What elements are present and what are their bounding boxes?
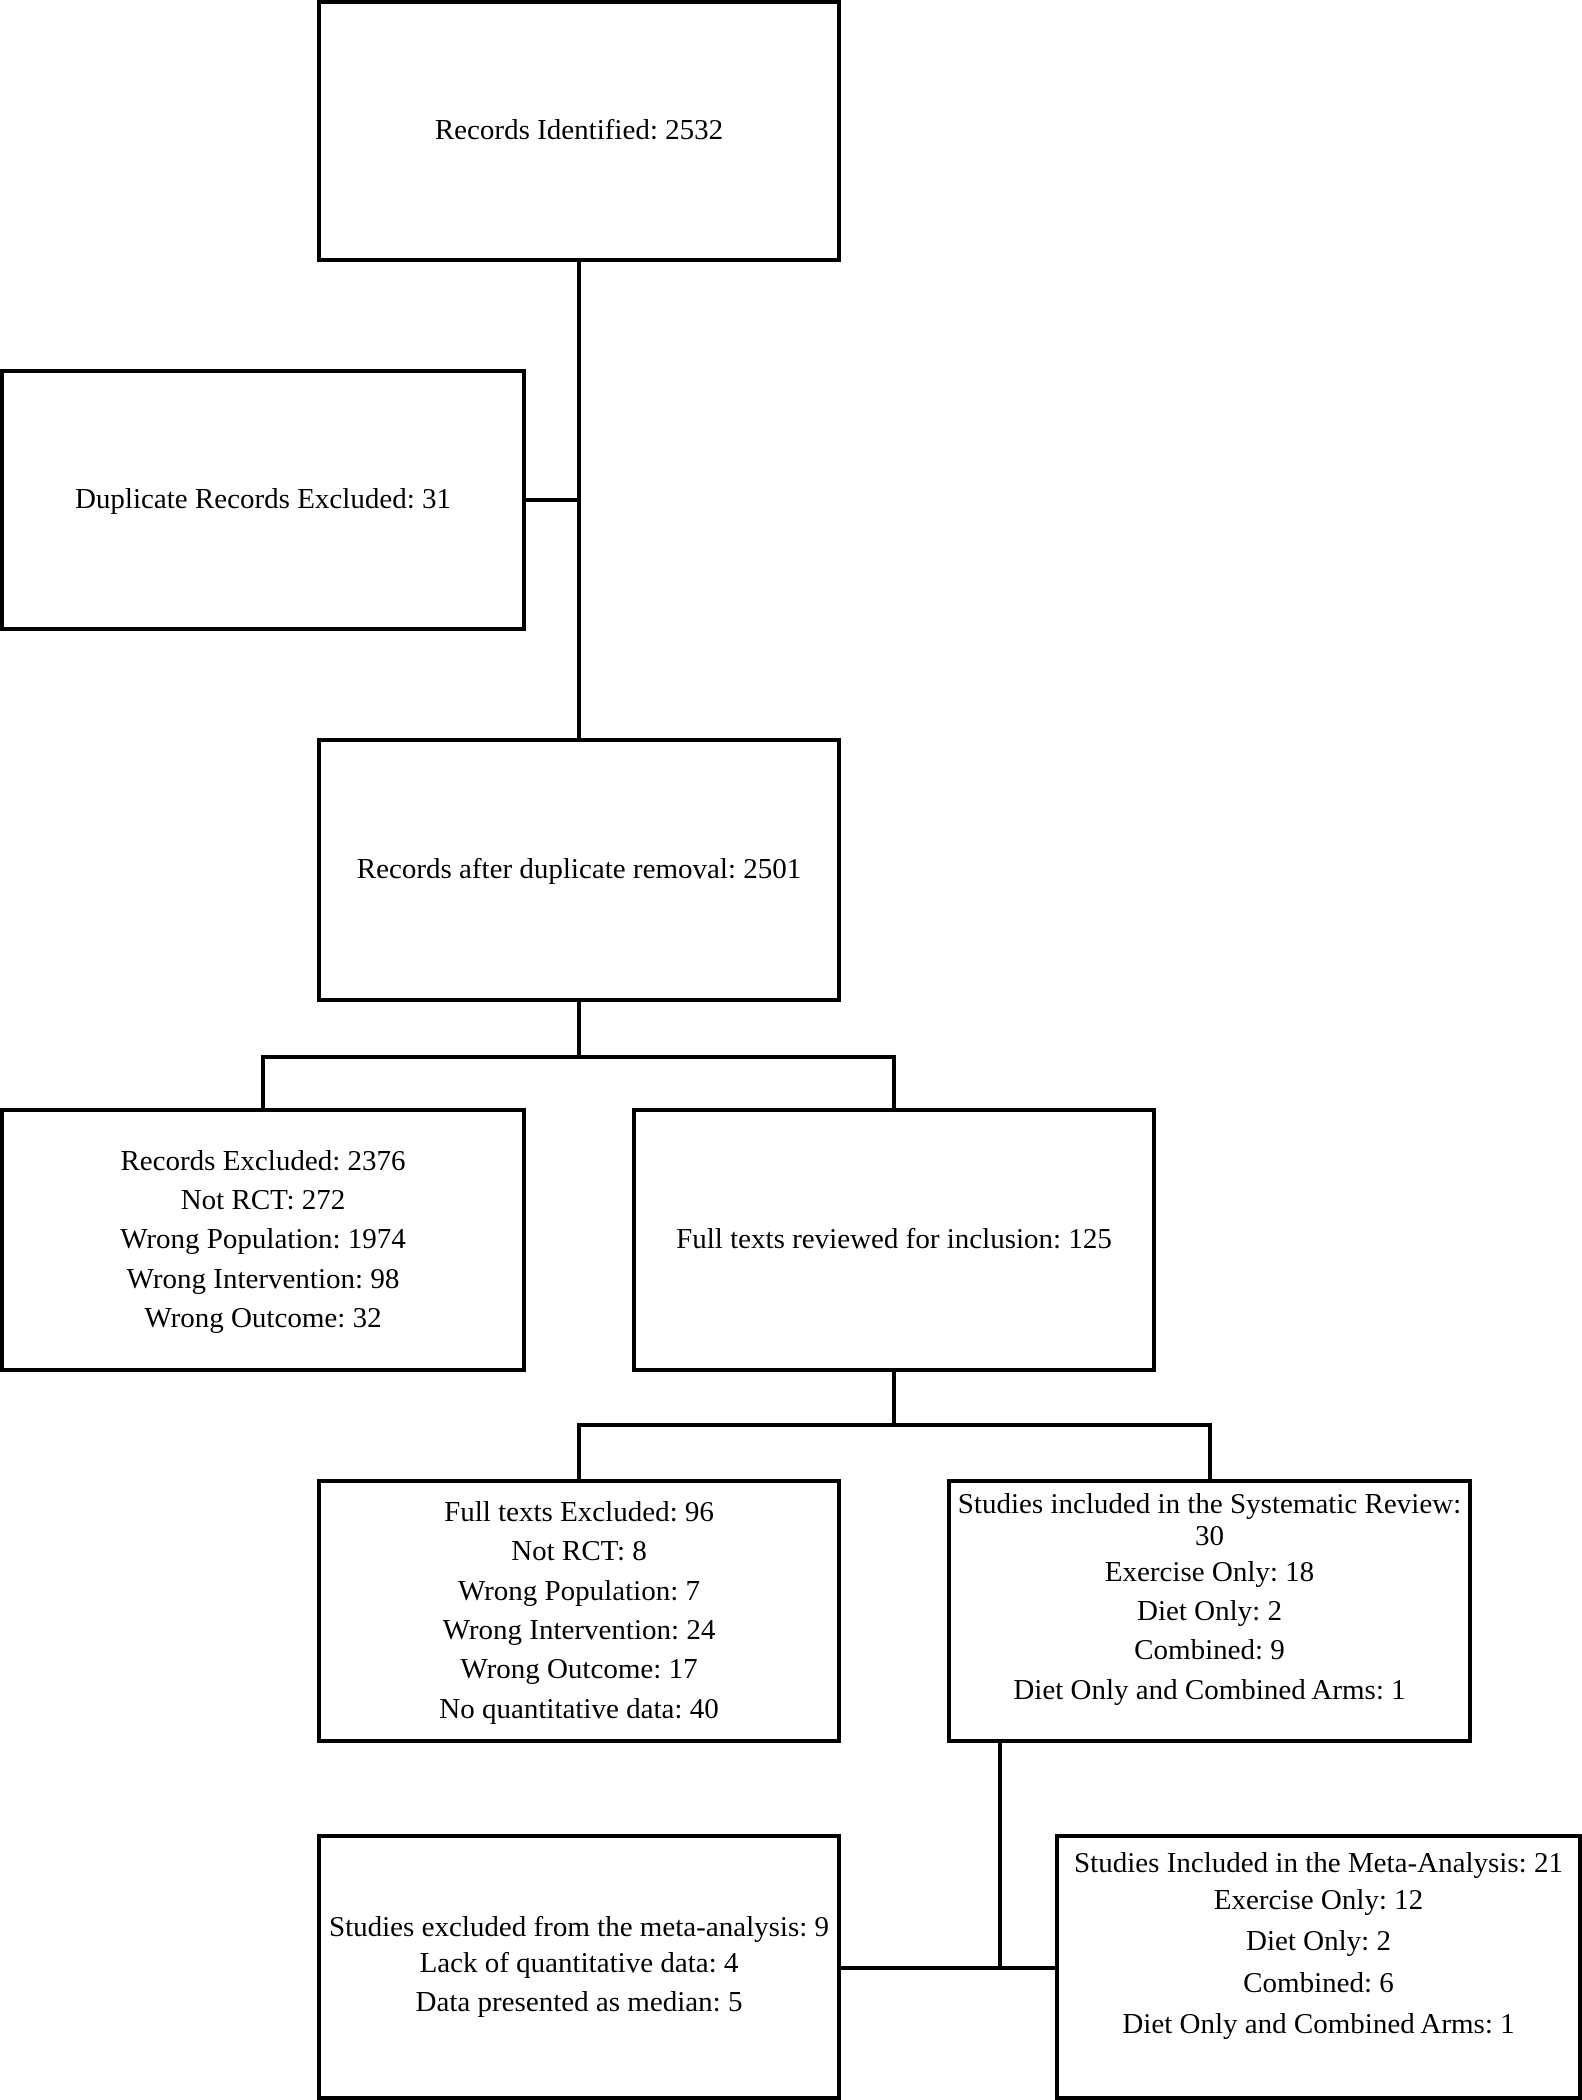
records-excluded-box: Records Excluded: 2376 Not RCT: 272 Wron… [0,1108,526,1372]
full-texts-excluded-no-quantitative: No quantitative data: 40 [439,1692,719,1725]
systematic-review-diet-and-combined: Diet Only and Combined Arms: 1 [1013,1673,1406,1706]
meta-analysis-included-combined: Combined: 6 [1243,1966,1394,1999]
full-texts-excluded-not-rct: Not RCT: 8 [511,1535,647,1568]
meta-analysis-included-heading: Studies Included in the Meta-Analysis: 2… [1074,1847,1563,1879]
full-texts-excluded-box: Full texts Excluded: 96 Not RCT: 8 Wrong… [317,1479,841,1743]
systematic-review-combined: Combined: 9 [1134,1634,1285,1667]
records-excluded-wrong-intervention: Wrong Intervention: 98 [126,1262,400,1295]
duplicate-records-text: Duplicate Records Excluded: 31 [74,483,452,516]
records-identified-box: Records Identified: 2532 [317,0,841,262]
records-identified-text: Records Identified: 2532 [434,114,724,147]
systematic-review-box: Studies included in the Systematic Revie… [947,1479,1472,1743]
meta-analysis-included-diet-only: Diet Only: 2 [1246,1925,1391,1958]
meta-analysis-included-diet-and-combined: Diet Only and Combined Arms: 1 [1122,2007,1515,2040]
full-texts-excluded-wrong-outcome: Wrong Outcome: 17 [460,1653,698,1686]
meta-analysis-excluded-box: Studies excluded from the meta-analysis:… [317,1834,841,2100]
systematic-review-heading: Studies included in the Systematic Revie… [957,1488,1462,1552]
meta-analysis-included-box: Studies Included in the Meta-Analysis: 2… [1055,1834,1582,2100]
meta-analysis-included-exercise-only: Exercise Only: 12 [1213,1883,1424,1916]
full-texts-excluded-total: Full texts Excluded: 96 [444,1495,714,1528]
full-texts-reviewed-text: Full texts reviewed for inclusion: 125 [676,1223,1112,1256]
duplicate-records-excluded-box: Duplicate Records Excluded: 31 [0,369,526,631]
records-excluded-wrong-population: Wrong Population: 1974 [120,1223,406,1256]
records-excluded-not-rct: Not RCT: 272 [180,1183,346,1216]
full-texts-reviewed-box: Full texts reviewed for inclusion: 125 [632,1108,1156,1372]
meta-analysis-excluded-lack-data: Lack of quantitative data: 4 [419,1946,739,1979]
systematic-review-diet-only: Diet Only: 2 [1137,1595,1282,1628]
systematic-review-exercise-only: Exercise Only: 18 [1104,1555,1315,1588]
records-after-duplicate-text: Records after duplicate removal: 2501 [356,853,802,886]
full-texts-excluded-wrong-population: Wrong Population: 7 [457,1574,701,1607]
records-excluded-total: Records Excluded: 2376 [120,1144,406,1177]
full-texts-excluded-wrong-intervention: Wrong Intervention: 24 [442,1614,716,1646]
meta-analysis-excluded-heading: Studies excluded from the meta-analysis:… [328,1910,830,1943]
meta-analysis-excluded-median: Data presented as median: 5 [415,1985,743,2018]
records-after-duplicate-removal-box: Records after duplicate removal: 2501 [317,738,841,1002]
records-excluded-wrong-outcome: Wrong Outcome: 32 [144,1302,382,1335]
